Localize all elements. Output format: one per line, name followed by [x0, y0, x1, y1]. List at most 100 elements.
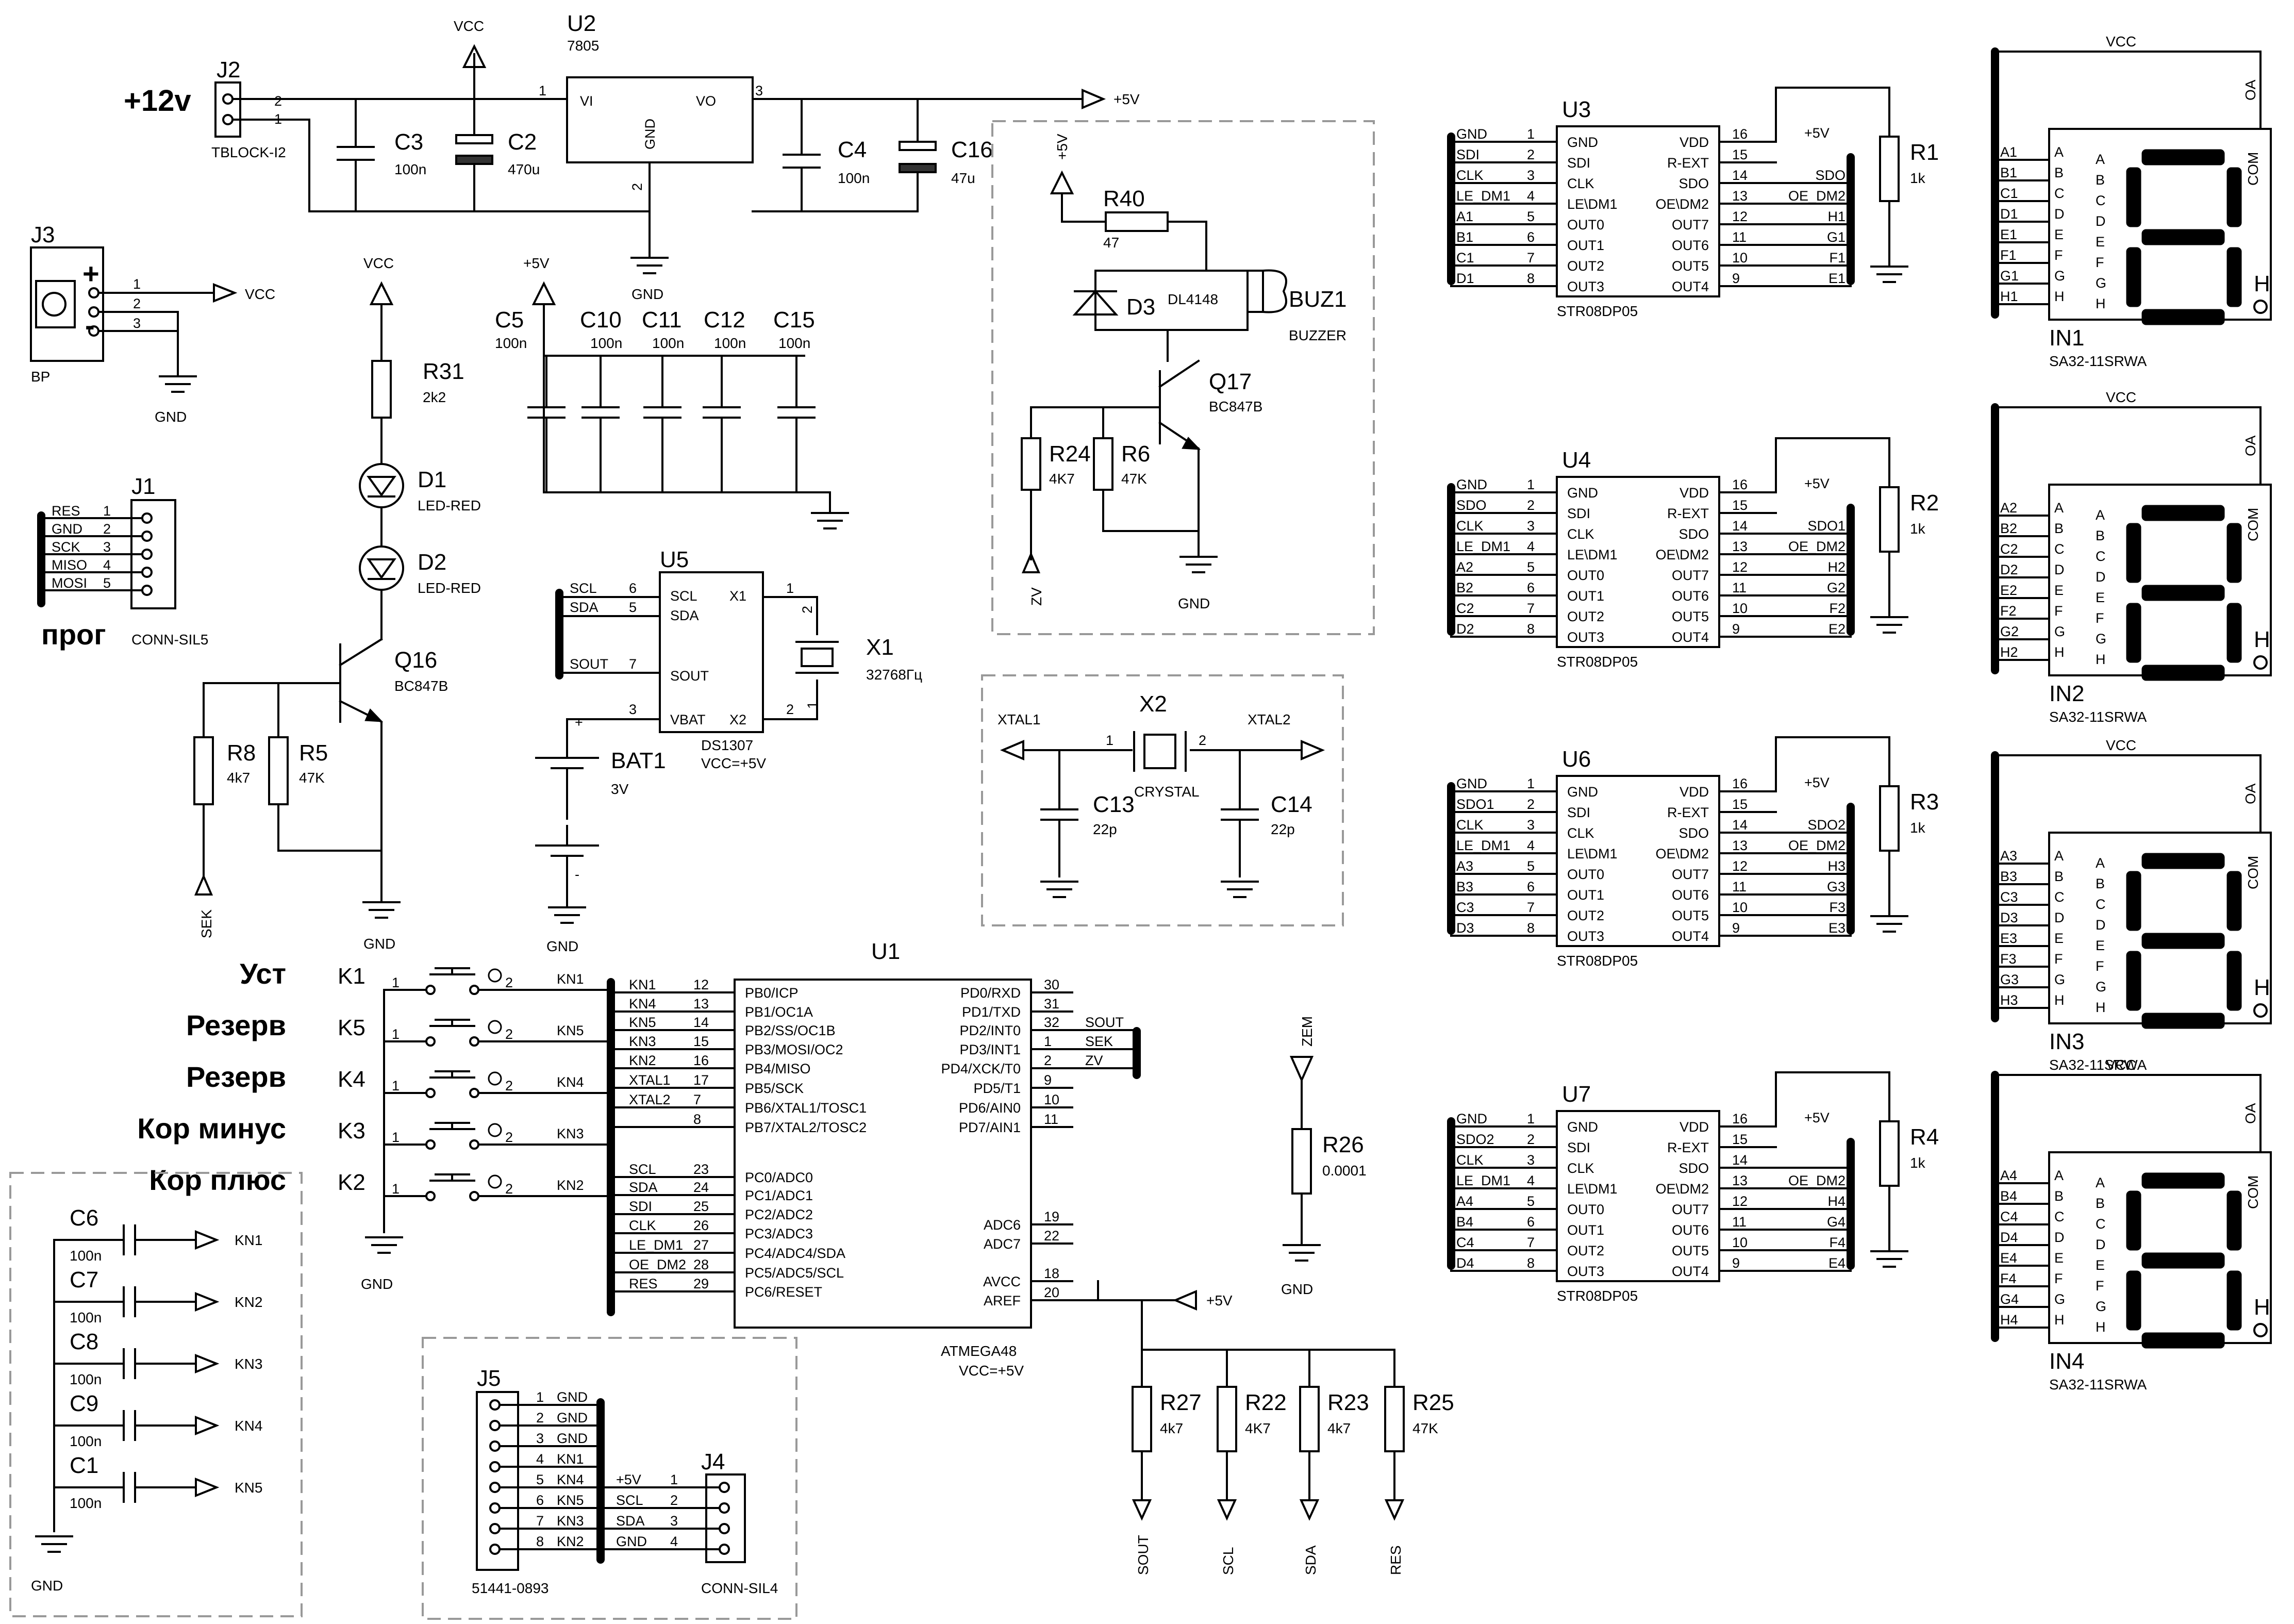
pullup-value: 4K7 [1245, 1420, 1271, 1436]
mcu-left-pin-num: 29 [693, 1276, 709, 1291]
display-seg-pin: F [2054, 951, 2063, 967]
driver-right-name: VDD [1680, 1119, 1709, 1135]
driver-left-net: GND [1456, 1111, 1487, 1126]
j3-vcc-label: VCC [245, 286, 275, 302]
display-seg-pin: G [2054, 624, 2065, 639]
driver-left-net: LE_DM1 [1456, 838, 1510, 853]
debounce-rail [35, 1239, 73, 1553]
driver-right-name: OUT5 [1672, 1243, 1709, 1258]
debounce-net-arrow [195, 1416, 220, 1435]
display-ref: IN4 [2049, 1349, 2084, 1374]
driver-left-net: CLK [1456, 518, 1484, 534]
zem-section: ZEM R26 0.0001 GND [1281, 1016, 1367, 1297]
driver-left-net: LE_DM1 [1456, 188, 1510, 204]
driver-right-name: OUT5 [1672, 908, 1709, 923]
mcu-left-net: SDA [629, 1180, 658, 1195]
driver-res-ref: R4 [1910, 1124, 1939, 1150]
j1-ref: J1 [131, 474, 155, 499]
display-seg-net: D4 [2000, 1230, 2018, 1245]
display-seg-pin: B [2054, 869, 2064, 884]
x1-pin1: 1 [805, 701, 820, 709]
display-seg-net: H2 [2000, 644, 2018, 660]
buz1-body [1246, 270, 1264, 313]
driver-left-num: 8 [1527, 621, 1535, 637]
driver-right-net: F4 [1829, 1235, 1846, 1250]
mcu-left-pin-num: 28 [693, 1257, 709, 1272]
driver-left-name: SDI [1567, 805, 1590, 820]
display-seg-letter: E [2096, 1257, 2105, 1273]
display-vcc: VCC [2106, 737, 2136, 753]
j4-body [705, 1473, 746, 1563]
mcu-right-pin-num: 32 [1044, 1015, 1059, 1030]
c15-ref: C15 [773, 307, 815, 333]
j3-value: BP [31, 369, 50, 385]
r5-ref: R5 [299, 740, 328, 766]
driver-left-name: OUT0 [1567, 1202, 1604, 1217]
mcu-left-pin-name: PB7/XTAL2/TOSC2 [745, 1120, 867, 1135]
c2-plate-pos [455, 134, 493, 144]
digit-h-label: H [2254, 975, 2270, 1000]
driver-right-num: 13 [1732, 838, 1748, 853]
d1-value: LED-RED [418, 498, 481, 513]
driver-right-num: 11 [1732, 1214, 1747, 1230]
button-ref: K1 [338, 964, 365, 989]
button-ref: K4 [338, 1067, 365, 1092]
buzzer-section: +5V R40 47 D3 DL4148 BUZ1 BUZZER Q17 BC8… [991, 120, 1375, 635]
driver-left-num: 3 [1527, 817, 1535, 833]
c2-value: 470u [508, 161, 540, 177]
q16-ref: Q16 [394, 648, 437, 673]
crystal-frame [981, 674, 1344, 926]
x1-wires [762, 596, 818, 720]
driver-rext-ground [1870, 266, 1908, 283]
driver-right-num: 13 [1732, 1173, 1748, 1188]
button-pin2: 2 [505, 1181, 513, 1197]
bat1-minus: - [575, 867, 579, 882]
c12-symbol [703, 355, 741, 493]
u5-net-sout: SOUT [570, 656, 608, 672]
c4-value: 100n [838, 170, 870, 186]
j4-pin-net: SDA [616, 1513, 645, 1529]
driver-right-num: 14 [1732, 518, 1748, 534]
driver-left-num: 1 [1527, 477, 1535, 492]
q17-bias-wires [1030, 406, 1200, 560]
r8-body [193, 736, 214, 805]
driver-left-num: 3 [1527, 1152, 1535, 1168]
x2-ref: X2 [1139, 691, 1167, 717]
j3-pin3: 3 [133, 316, 141, 331]
u5-pin3: 3 [629, 702, 637, 717]
j5-pin-num: 4 [536, 1451, 544, 1467]
driver-left-net: SDO2 [1456, 1132, 1494, 1147]
q16-emitter-arrow [364, 708, 384, 722]
display-seg-net: D2 [2000, 562, 2018, 577]
c13-ref: C13 [1093, 792, 1135, 817]
display-part: SA32-11SRWA [2049, 353, 2147, 369]
button-contact-left [425, 1191, 436, 1201]
vcc-arrow [462, 44, 487, 68]
driver-right-net: OE_DM2 [1788, 539, 1846, 554]
driver-right-num: 16 [1732, 126, 1748, 142]
r26-value: 0.0001 [1322, 1163, 1367, 1179]
j4-pin-net: SCL [616, 1493, 643, 1508]
button-ref: K2 [338, 1170, 365, 1195]
driver-right-num: 10 [1732, 250, 1748, 266]
driver-left-name: OUT2 [1567, 1243, 1604, 1258]
r26-body [1291, 1128, 1312, 1195]
driver-part: STR08DP05 [1557, 654, 1638, 670]
digit-seg-f [2126, 523, 2141, 583]
mcu-right-pin-name: AREF [984, 1293, 1021, 1308]
driver-left-name: GND [1567, 784, 1598, 800]
display-seg-net: C4 [2000, 1209, 2018, 1224]
driver-left-name: SDI [1567, 506, 1590, 521]
bat1-gnd-label: GND [546, 938, 578, 954]
driver-right-name: OUT7 [1672, 217, 1709, 233]
display-seg-pin: H [2054, 644, 2065, 660]
debounce-net-arrow [195, 1292, 220, 1312]
mcu-left-pin-num: 25 [693, 1199, 709, 1214]
driver-right-num: 11 [1732, 229, 1747, 245]
display-seg-pin: A [2054, 848, 2064, 864]
display-seg-letter: B [2096, 876, 2105, 891]
